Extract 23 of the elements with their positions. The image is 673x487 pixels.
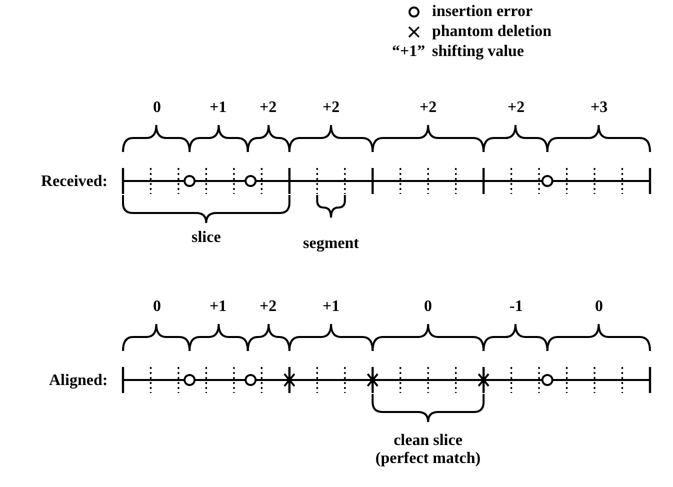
shift-value: +3: [590, 99, 608, 117]
shift-value: 0: [153, 99, 161, 117]
brace-label: slice: [192, 229, 221, 247]
brace-label: clean slice (perfect match): [374, 432, 482, 468]
shift-value: 0: [424, 298, 432, 316]
shift-value: -1: [510, 298, 523, 316]
shift-value: +1: [210, 298, 227, 316]
shift-value: +2: [260, 298, 277, 316]
brace-label: segment: [303, 235, 359, 253]
shift-value: +2: [322, 99, 340, 117]
legend-text: insertion error: [432, 3, 533, 21]
shift-value: +2: [260, 99, 277, 117]
legend-sample: “+1”: [392, 43, 426, 61]
shift-value: +1: [210, 99, 227, 117]
shift-value: 0: [595, 298, 603, 316]
shift-value: +2: [508, 99, 525, 117]
legend-text: shifting value: [432, 43, 524, 61]
legend-text: phantom deletion: [432, 23, 552, 41]
shift-value: +1: [322, 298, 340, 316]
shift-value: 0: [153, 298, 161, 316]
row-label: Aligned:: [49, 372, 108, 390]
shift-value: +2: [420, 99, 437, 117]
row-label: Received:: [41, 173, 108, 191]
